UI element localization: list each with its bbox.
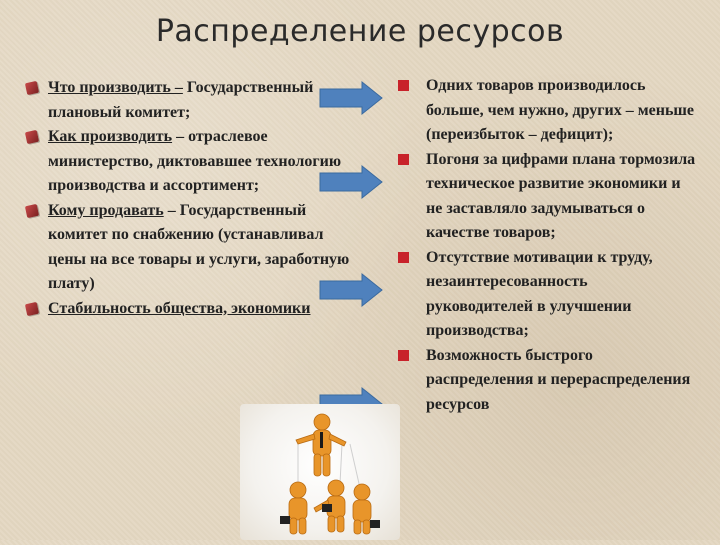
list-item: Возможность быстрого распределения и пер…	[398, 344, 698, 418]
bullet-icon	[398, 251, 409, 263]
puppeteer-figures-icon	[280, 413, 380, 535]
list-item: Погоня за цифрами плана тормозила технич…	[398, 148, 698, 246]
item-text: – Государственный комитет по снабжению (…	[48, 201, 350, 293]
arrow-right-icon	[319, 272, 383, 308]
list-item: Одних товаров производилось больше, чем …	[398, 74, 698, 148]
list-item: Стабильность общества, экономики	[24, 297, 356, 322]
item-heading: Стабильность общества, экономики	[48, 299, 311, 317]
right-bullet-list: Одних товаров производилось больше, чем …	[398, 74, 698, 417]
bullet-icon	[24, 129, 40, 145]
bullet-icon	[398, 349, 409, 361]
list-item: Кому продавать – Государственный комитет…	[24, 199, 356, 297]
slide-title: Распределение ресурсов	[155, 14, 565, 49]
arrow-right-icon	[319, 80, 383, 116]
item-heading: Как производить	[48, 128, 173, 145]
list-item: Как производить – отраслевое министерств…	[24, 125, 356, 199]
bullet-icon	[24, 80, 40, 96]
item-text: Одних товаров производилось больше, чем …	[426, 77, 695, 143]
item-heading: Что производить –	[48, 79, 183, 96]
bullet-icon	[24, 203, 40, 218]
bullet-icon	[24, 301, 40, 316]
bullet-icon	[398, 80, 409, 91]
list-item: Что производить – Государственный планов…	[24, 76, 356, 125]
bullet-icon	[398, 153, 409, 165]
item-text: Отсутствие мотивации к труду, незаинтере…	[426, 248, 653, 340]
item-text: – отраслевое министерство, диктовавшее т…	[48, 128, 342, 194]
item-text: Государственный плановый комитет;	[48, 79, 314, 121]
item-text: Возможность быстрого распределения и пер…	[426, 346, 691, 413]
list-item: Отсутствие мотивации к труду, незаинтере…	[398, 246, 698, 344]
item-text: Погоня за цифрами плана тормозила технич…	[426, 150, 696, 242]
left-bullet-list: Что производить – Государственный планов…	[24, 76, 356, 322]
arrow-right-icon	[319, 164, 383, 200]
illustration	[240, 404, 400, 540]
item-heading: Кому продавать	[48, 201, 164, 219]
